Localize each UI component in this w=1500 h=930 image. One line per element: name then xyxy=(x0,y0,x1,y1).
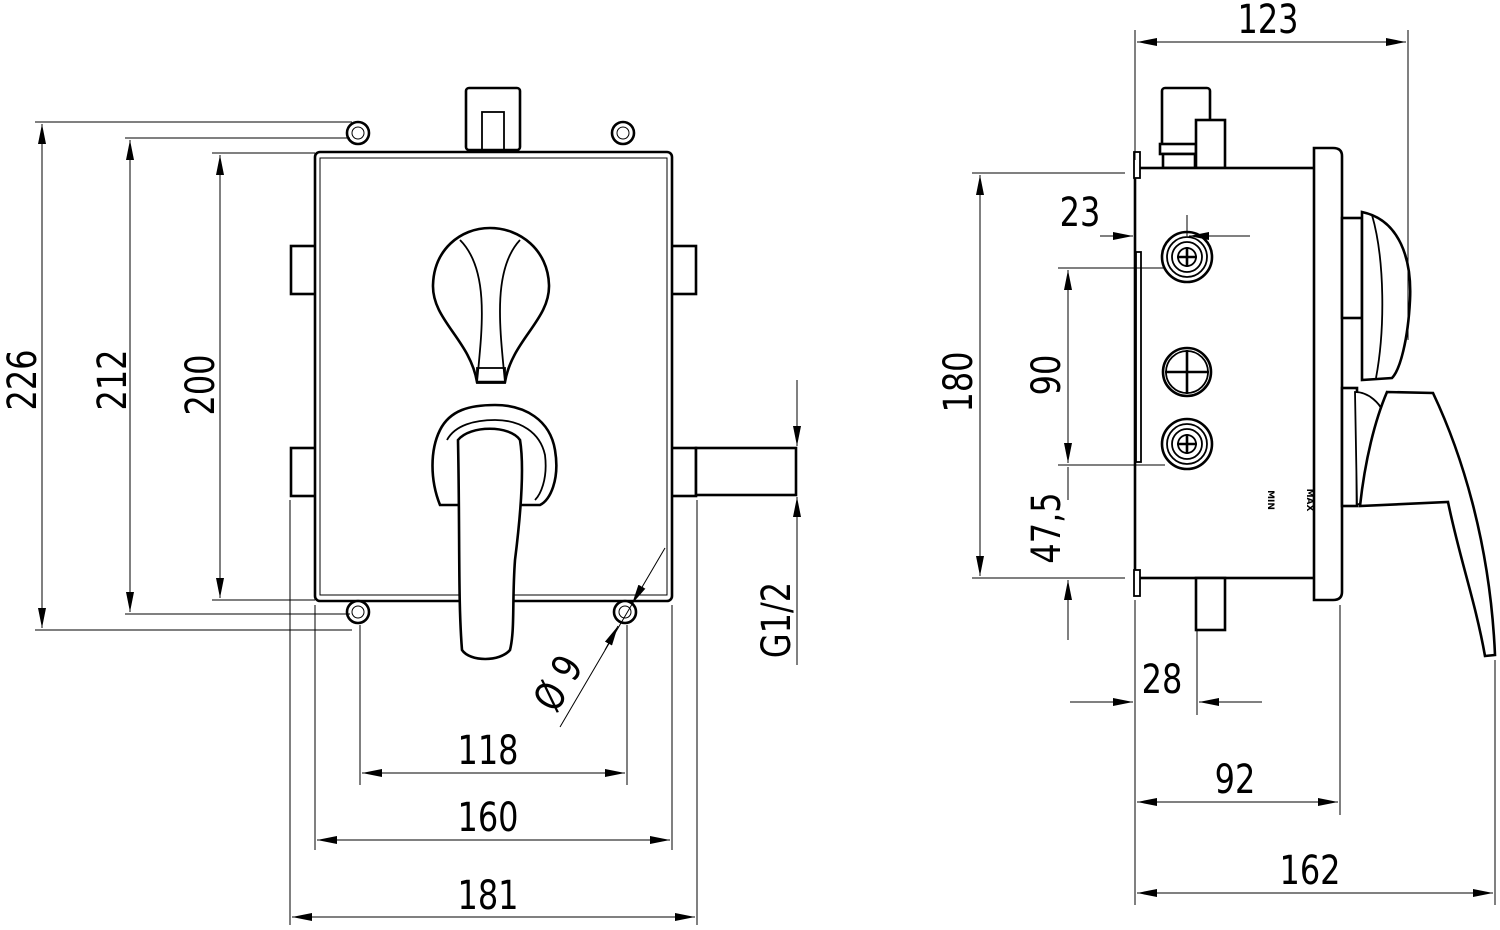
max-label: MAX xyxy=(1304,489,1314,512)
dim-200: 200 xyxy=(176,354,223,415)
dim-226: 226 xyxy=(0,349,46,410)
dim-123: 123 xyxy=(1237,0,1298,43)
dim-90: 90 xyxy=(1022,355,1069,396)
dim-47-5: 47,5 xyxy=(1022,492,1069,563)
dim-diameter-9: Ø 9 xyxy=(524,647,593,719)
side-dimensions xyxy=(972,30,1496,905)
dim-92: 92 xyxy=(1215,755,1256,802)
side-pegs xyxy=(289,244,798,498)
top-nozzle xyxy=(464,86,522,152)
diverter-knob xyxy=(431,226,551,384)
dim-118: 118 xyxy=(457,726,518,773)
front-view: 226 212 200 118 160 181 G1/2 Ø 9 xyxy=(0,86,801,925)
side-lever xyxy=(1340,386,1497,658)
dim-g12: G1/2 xyxy=(752,582,799,658)
dim-212: 212 xyxy=(88,349,135,410)
dim-162: 162 xyxy=(1279,846,1340,893)
dim-160: 160 xyxy=(457,793,518,840)
side-diverter-knob xyxy=(1340,210,1412,382)
dim-181: 181 xyxy=(457,871,518,918)
dim-180: 180 xyxy=(934,351,981,412)
front-dimensions xyxy=(35,121,801,925)
side-top-nozzles xyxy=(1158,86,1227,170)
side-view: MIN MAX xyxy=(934,0,1497,905)
front-plate xyxy=(1312,146,1344,602)
dim-23: 23 xyxy=(1060,188,1101,235)
mixer-lever xyxy=(431,403,558,661)
dim-28: 28 xyxy=(1142,655,1183,702)
min-label: MIN xyxy=(1265,490,1275,510)
